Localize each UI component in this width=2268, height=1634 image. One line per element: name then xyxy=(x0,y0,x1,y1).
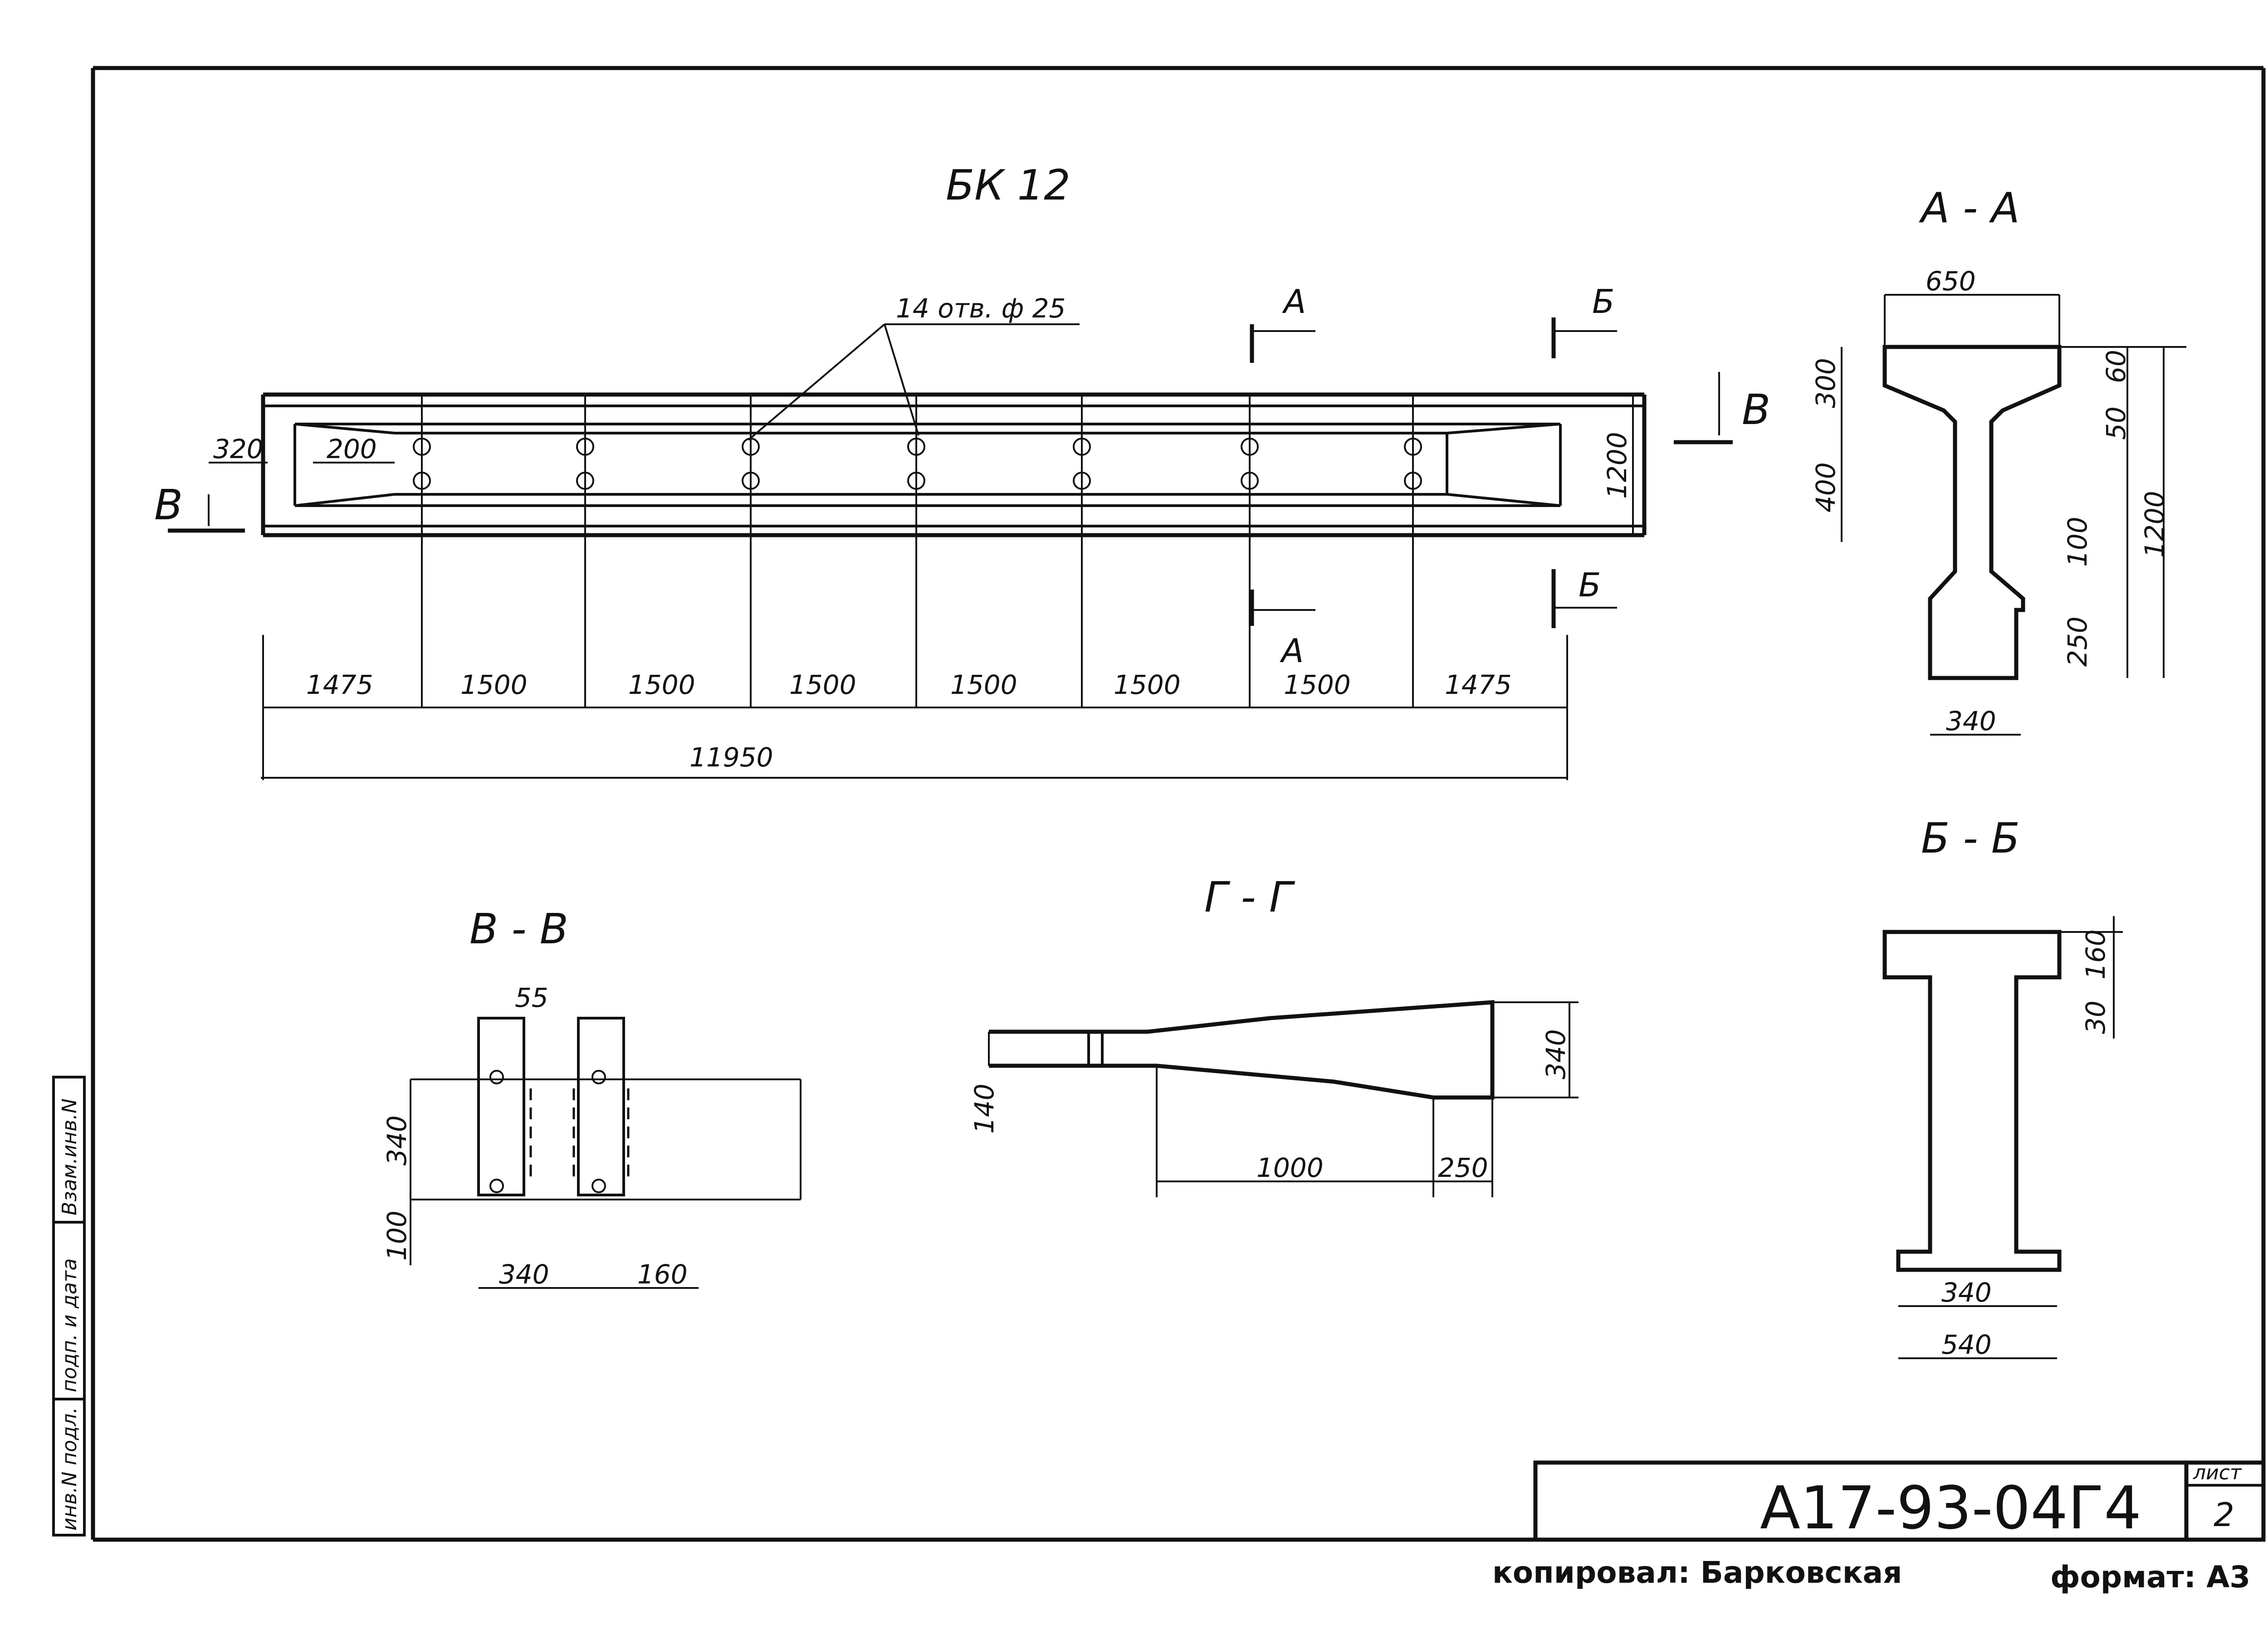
hole xyxy=(1404,438,1422,456)
section-gg: Г - Г 140 340 1000 250 xyxy=(969,873,1579,1197)
bb-bottom-outer: 540 xyxy=(1941,1329,1992,1360)
gg-dim-140: 140 xyxy=(969,1083,1000,1134)
aa-dim-50: 50 xyxy=(2101,406,2131,440)
aa-total-height: 1200 xyxy=(2139,491,2170,558)
hole xyxy=(1073,438,1091,456)
hole xyxy=(907,472,925,490)
span-total: 11950 xyxy=(689,742,773,773)
span-8: 1475 xyxy=(1445,669,1512,700)
bb-bottom-inner: 340 xyxy=(1941,1277,1992,1308)
span-5: 1500 xyxy=(950,669,1017,700)
beam-outline xyxy=(261,392,1647,537)
section-markers: А А Б Б В В xyxy=(154,283,1770,670)
section-mark-a-top: А xyxy=(1282,283,1306,321)
vv-dim-100: 100 xyxy=(381,1210,412,1261)
sheet-format: формат: А3 xyxy=(2050,1560,2250,1595)
section-mark-b-top: Б xyxy=(1592,283,1614,321)
hole xyxy=(907,438,925,456)
hole xyxy=(576,438,594,456)
section-bb-title: Б - Б xyxy=(1921,814,2020,863)
vv-dim-160: 160 xyxy=(637,1259,688,1290)
dim-200: 200 xyxy=(327,434,377,464)
side-stamp: Взам.инв.N подп. и дата инв.N подл. xyxy=(52,1076,86,1536)
section-vv-title: В - В xyxy=(469,905,568,953)
dim-height: 1200 xyxy=(1602,432,1633,499)
stamp-cell-inv-number: инв.N подл. xyxy=(58,1407,81,1531)
sheet-label: лист xyxy=(2193,1461,2242,1484)
aa-dim-100: 100 xyxy=(2062,517,2093,567)
dim-320: 320 xyxy=(213,434,264,464)
section-aa: А - А 650 300 400 60 50 100 250 1200 340 xyxy=(1810,184,2186,737)
holes-note: 14 отв. ф 25 xyxy=(896,293,1066,324)
span-6: 1500 xyxy=(1114,669,1181,700)
section-vv: В - В 55 340 100 340 160 xyxy=(381,905,802,1290)
bb-dim-30: 30 xyxy=(2080,1000,2111,1034)
hole xyxy=(1073,472,1091,490)
span-2: 1500 xyxy=(460,669,528,700)
section-gg-title: Г - Г xyxy=(1204,873,1295,922)
sheet-number: 2 xyxy=(2214,1496,2234,1534)
hole xyxy=(1241,472,1259,490)
hole xyxy=(413,472,431,490)
drawing-code: А17-93-04Г4 xyxy=(1760,1473,2141,1542)
hole xyxy=(742,438,760,456)
gg-dim-340: 340 xyxy=(1540,1029,1571,1079)
stamp-cell-sign-date: подп. и дата xyxy=(58,1258,81,1392)
hole xyxy=(413,438,431,456)
aa-bottom-width: 340 xyxy=(1946,706,1996,737)
span-dimensions: 1475 1500 1500 1500 1500 1500 1500 1475 … xyxy=(261,635,1568,780)
main-beam-view: БК 12 14 отв. ф 25 xyxy=(154,161,1770,780)
gg-dim-1000: 1000 xyxy=(1256,1152,1324,1183)
stamp-cell-replace: Взам.инв.N xyxy=(58,1098,81,1215)
vv-dim-340-left: 340 xyxy=(381,1115,412,1166)
hole xyxy=(1241,438,1259,456)
aa-dim-400: 400 xyxy=(1810,462,1841,512)
span-4: 1500 xyxy=(789,669,856,700)
section-aa-title: А - А xyxy=(1919,184,2020,232)
vv-dim-55: 55 xyxy=(515,982,548,1013)
bb-dim-160: 160 xyxy=(2080,929,2111,980)
copied-by: копировал: Барковская xyxy=(1492,1555,1902,1590)
aa-dim-60: 60 xyxy=(2101,350,2131,383)
gg-dim-250: 250 xyxy=(1438,1152,1488,1183)
hole xyxy=(742,472,760,490)
holes xyxy=(413,395,1422,707)
span-7: 1500 xyxy=(1284,669,1351,700)
sheet-frame xyxy=(91,66,2266,1542)
vv-dim-340-bottom: 340 xyxy=(499,1259,549,1290)
section-mark-a-bottom: А xyxy=(1280,632,1304,670)
section-mark-b-bottom: Б xyxy=(1579,566,1601,604)
span-3: 1500 xyxy=(628,669,695,700)
hole xyxy=(1404,472,1422,490)
beam-title: БК 12 xyxy=(946,161,1070,210)
aa-dim-300: 300 xyxy=(1810,358,1841,408)
hole xyxy=(576,472,594,490)
title-block: А17-93-04Г4 лист 2 копировал: Барковская… xyxy=(1492,1460,2266,1595)
span-1: 1475 xyxy=(306,669,373,700)
section-mark-v-left: В xyxy=(154,481,183,529)
aa-dim-250: 250 xyxy=(2062,616,2093,667)
section-mark-v-right: В xyxy=(1742,385,1770,434)
section-bb: Б - Б 160 30 340 540 xyxy=(1882,814,2123,1360)
aa-top-width: 650 xyxy=(1926,266,1976,297)
